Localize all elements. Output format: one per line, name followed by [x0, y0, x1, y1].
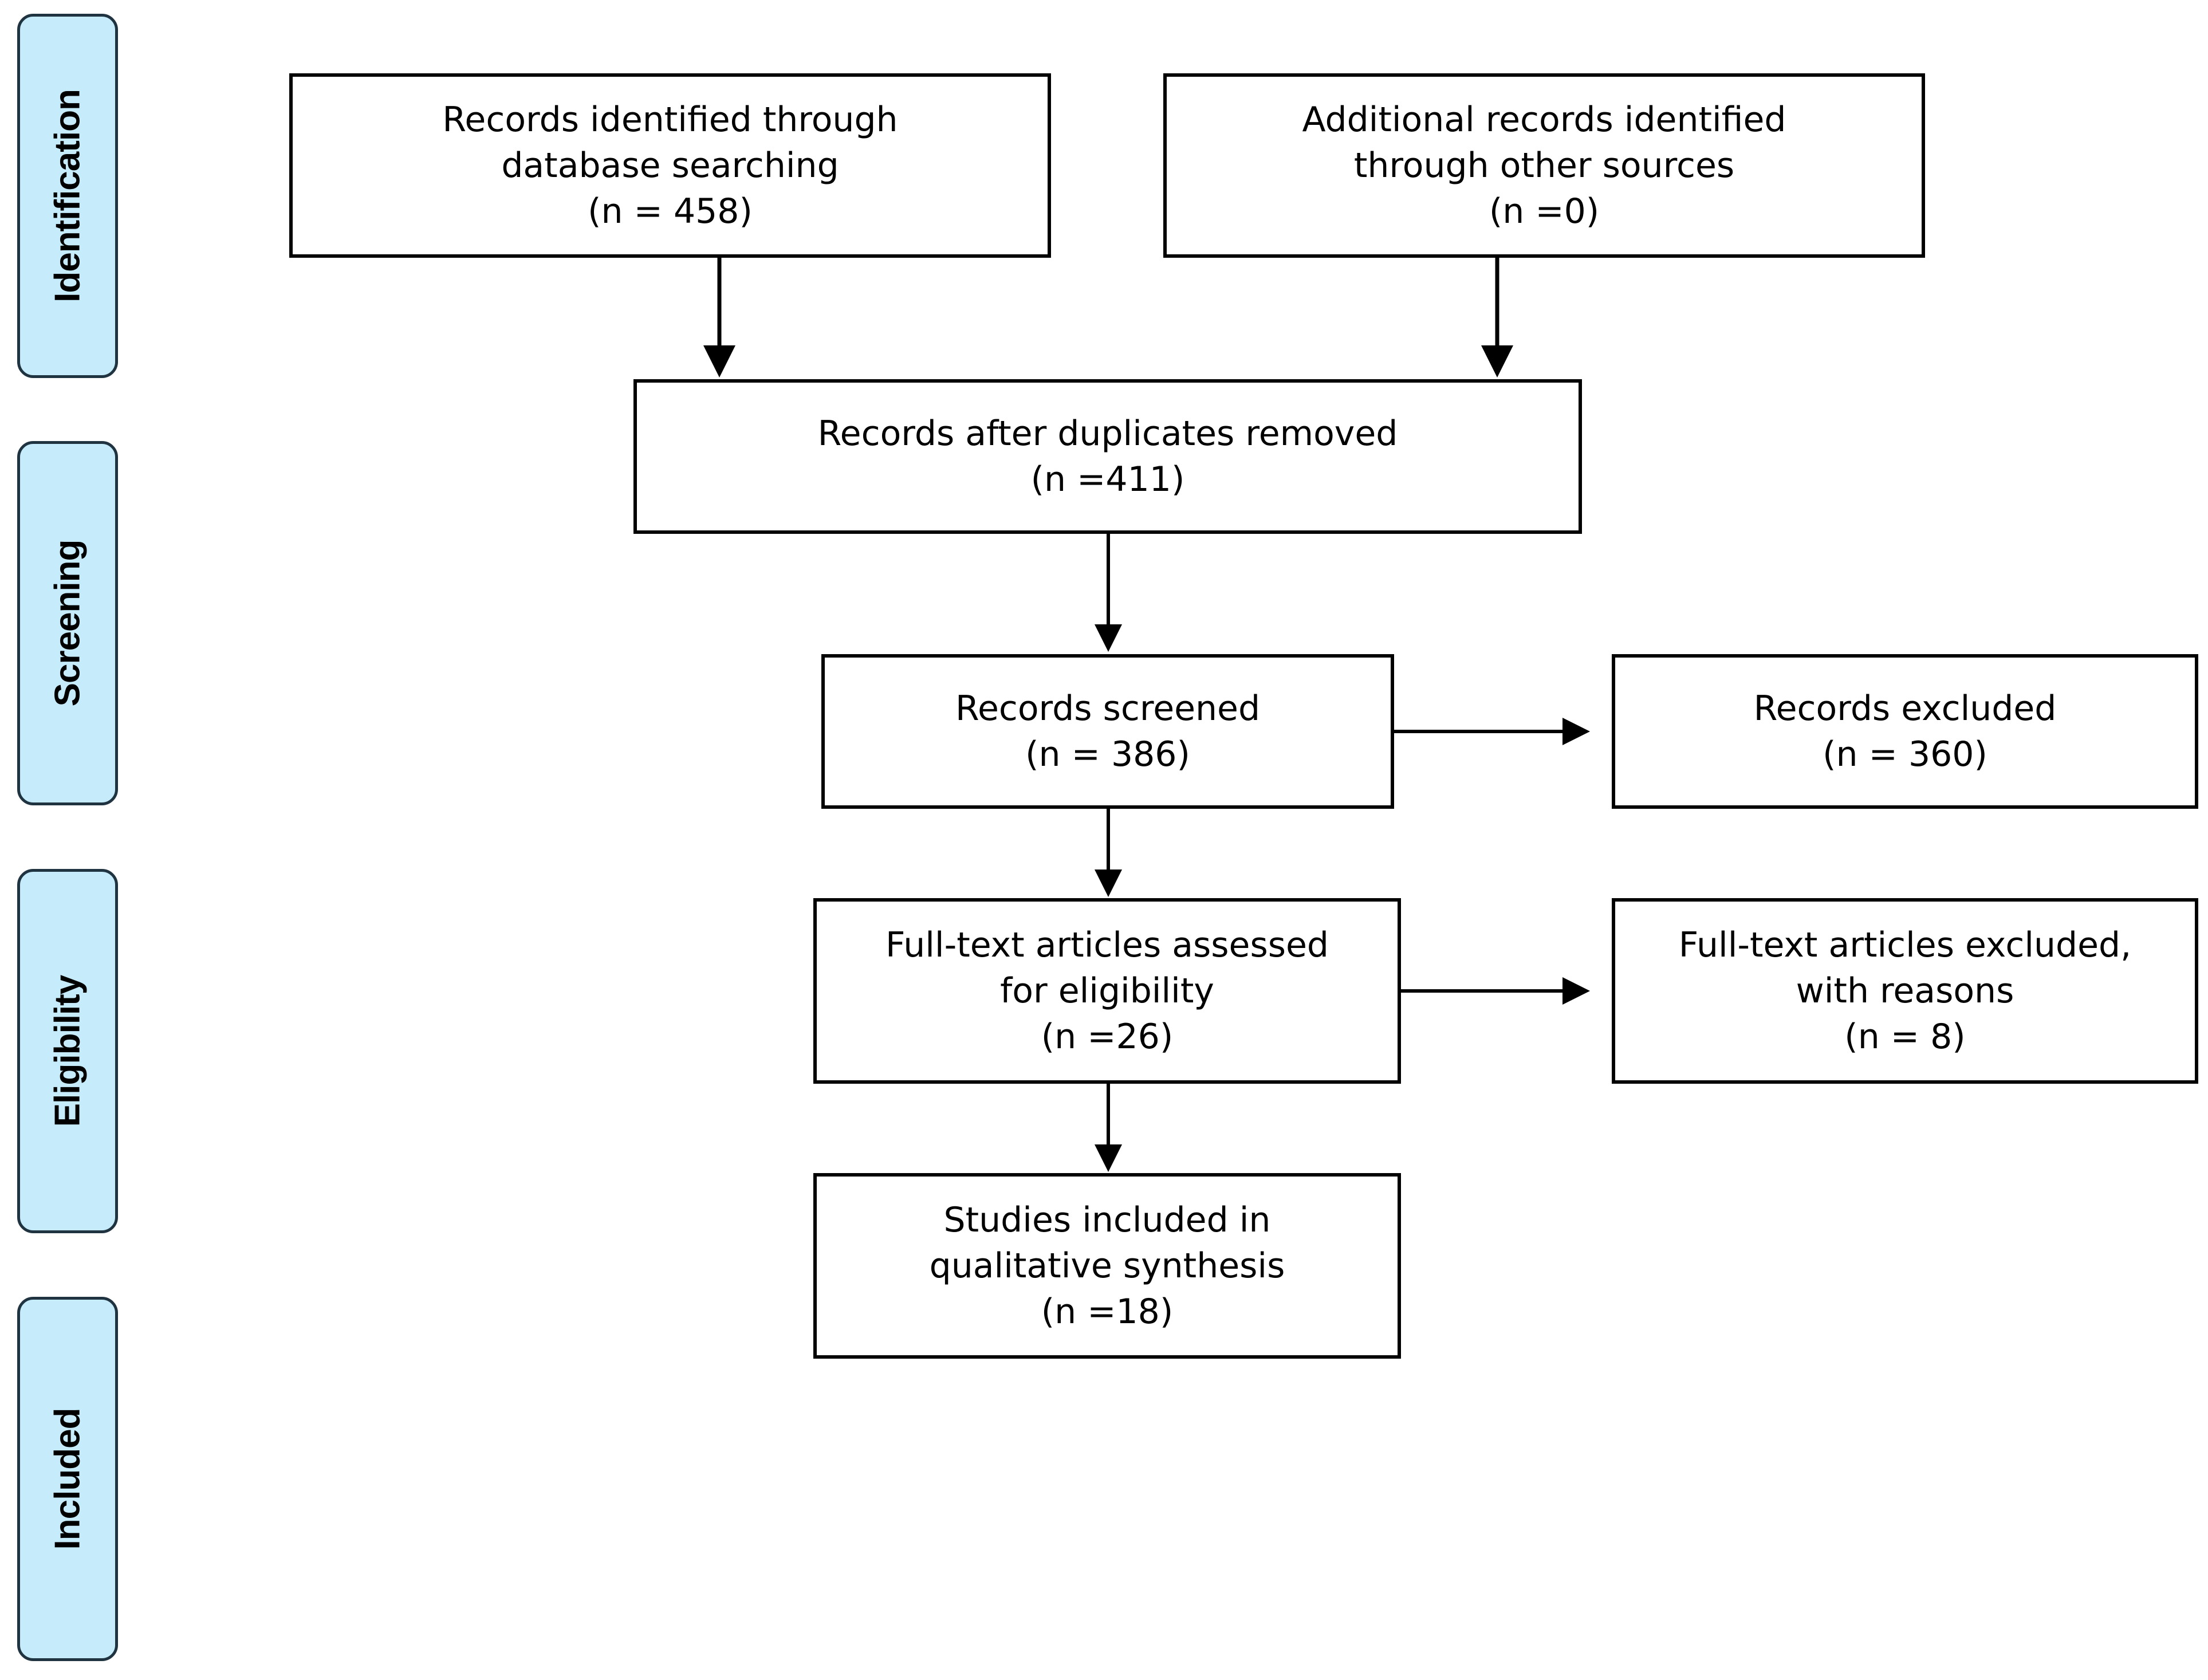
- box-records-excluded: Records excluded (n = 360): [1612, 654, 2198, 809]
- box-fulltext-assessed-line1: Full-text articles assessed: [885, 925, 1329, 965]
- box-fulltext-excluded-line1: Full-text articles excluded,: [1678, 925, 2132, 965]
- box-other-sources-line2: through other sources: [1353, 145, 1735, 186]
- box-records-screened-count: (n = 386): [1025, 734, 1190, 774]
- box-fulltext-excluded-count: (n = 8): [1844, 1017, 1966, 1057]
- box-records-screened: Records screened (n = 386): [821, 654, 1394, 809]
- box-other-sources: Additional records identified through ot…: [1163, 73, 1925, 258]
- box-database-search: Records identified through database sear…: [289, 73, 1051, 258]
- phase-identification: Identification: [17, 14, 118, 378]
- box-studies-included-count: (n =18): [1041, 1292, 1174, 1332]
- box-studies-included: Studies included in qualitative synthesi…: [813, 1173, 1401, 1359]
- box-records-excluded-count: (n = 360): [1823, 734, 1987, 774]
- box-records-excluded-line1: Records excluded: [1753, 688, 2057, 729]
- phase-screening: Screening: [17, 441, 118, 805]
- box-duplicates-removed-line1: Records after duplicates removed: [817, 414, 1398, 454]
- box-other-sources-count: (n =0): [1489, 191, 1600, 231]
- box-database-search-line1: Records identified through: [442, 100, 898, 140]
- box-other-sources-line1: Additional records identified: [1302, 100, 1786, 140]
- box-fulltext-assessed: Full-text articles assessed for eligibil…: [813, 898, 1401, 1084]
- box-database-search-line2: database searching: [501, 145, 839, 186]
- box-duplicates-removed: Records after duplicates removed (n =411…: [633, 379, 1582, 534]
- box-records-screened-line1: Records screened: [955, 688, 1261, 729]
- box-fulltext-excluded-line2: with reasons: [1796, 971, 2014, 1011]
- box-studies-included-line1: Studies included in: [943, 1200, 1271, 1240]
- box-fulltext-assessed-count: (n =26): [1041, 1017, 1174, 1057]
- box-duplicates-removed-count: (n =411): [1030, 459, 1185, 499]
- box-database-search-count: (n = 458): [588, 191, 753, 231]
- phase-eligibility: Eligibility: [17, 869, 118, 1233]
- phase-included: Included: [17, 1297, 118, 1661]
- box-fulltext-assessed-line2: for eligibility: [1000, 971, 1214, 1011]
- box-studies-included-line2: qualitative synthesis: [929, 1246, 1285, 1286]
- box-fulltext-excluded: Full-text articles excluded, with reason…: [1612, 898, 2198, 1084]
